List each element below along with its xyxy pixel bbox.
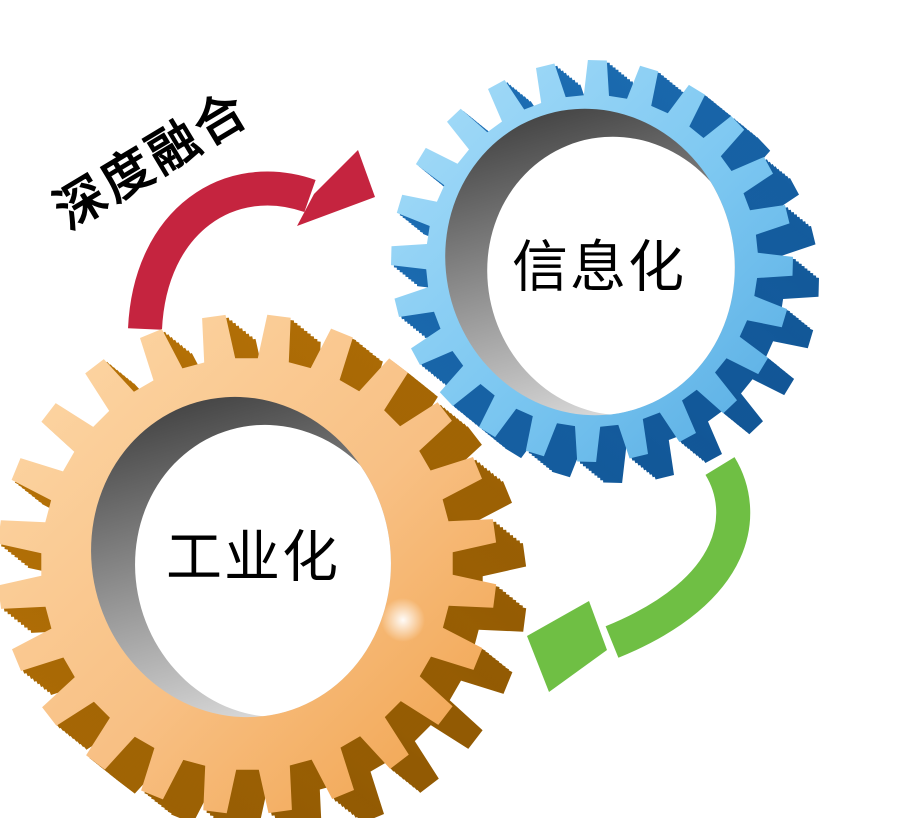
industrialization-label: 工业化 bbox=[166, 526, 340, 589]
green-curved-arrow-icon bbox=[527, 457, 751, 692]
industrialization-gear bbox=[0, 314, 527, 818]
green-arrow-head bbox=[527, 601, 607, 692]
fusion-label: 深度融合 bbox=[45, 80, 259, 239]
red-curved-arrow-icon bbox=[128, 150, 375, 331]
red-arrow-head bbox=[297, 150, 375, 226]
green-arrow-arc bbox=[605, 457, 751, 658]
gear-highlight bbox=[381, 598, 425, 642]
red-arrow-arc bbox=[128, 171, 316, 331]
informatization-label: 信息化 bbox=[512, 236, 686, 299]
informatization-gear bbox=[391, 60, 819, 483]
